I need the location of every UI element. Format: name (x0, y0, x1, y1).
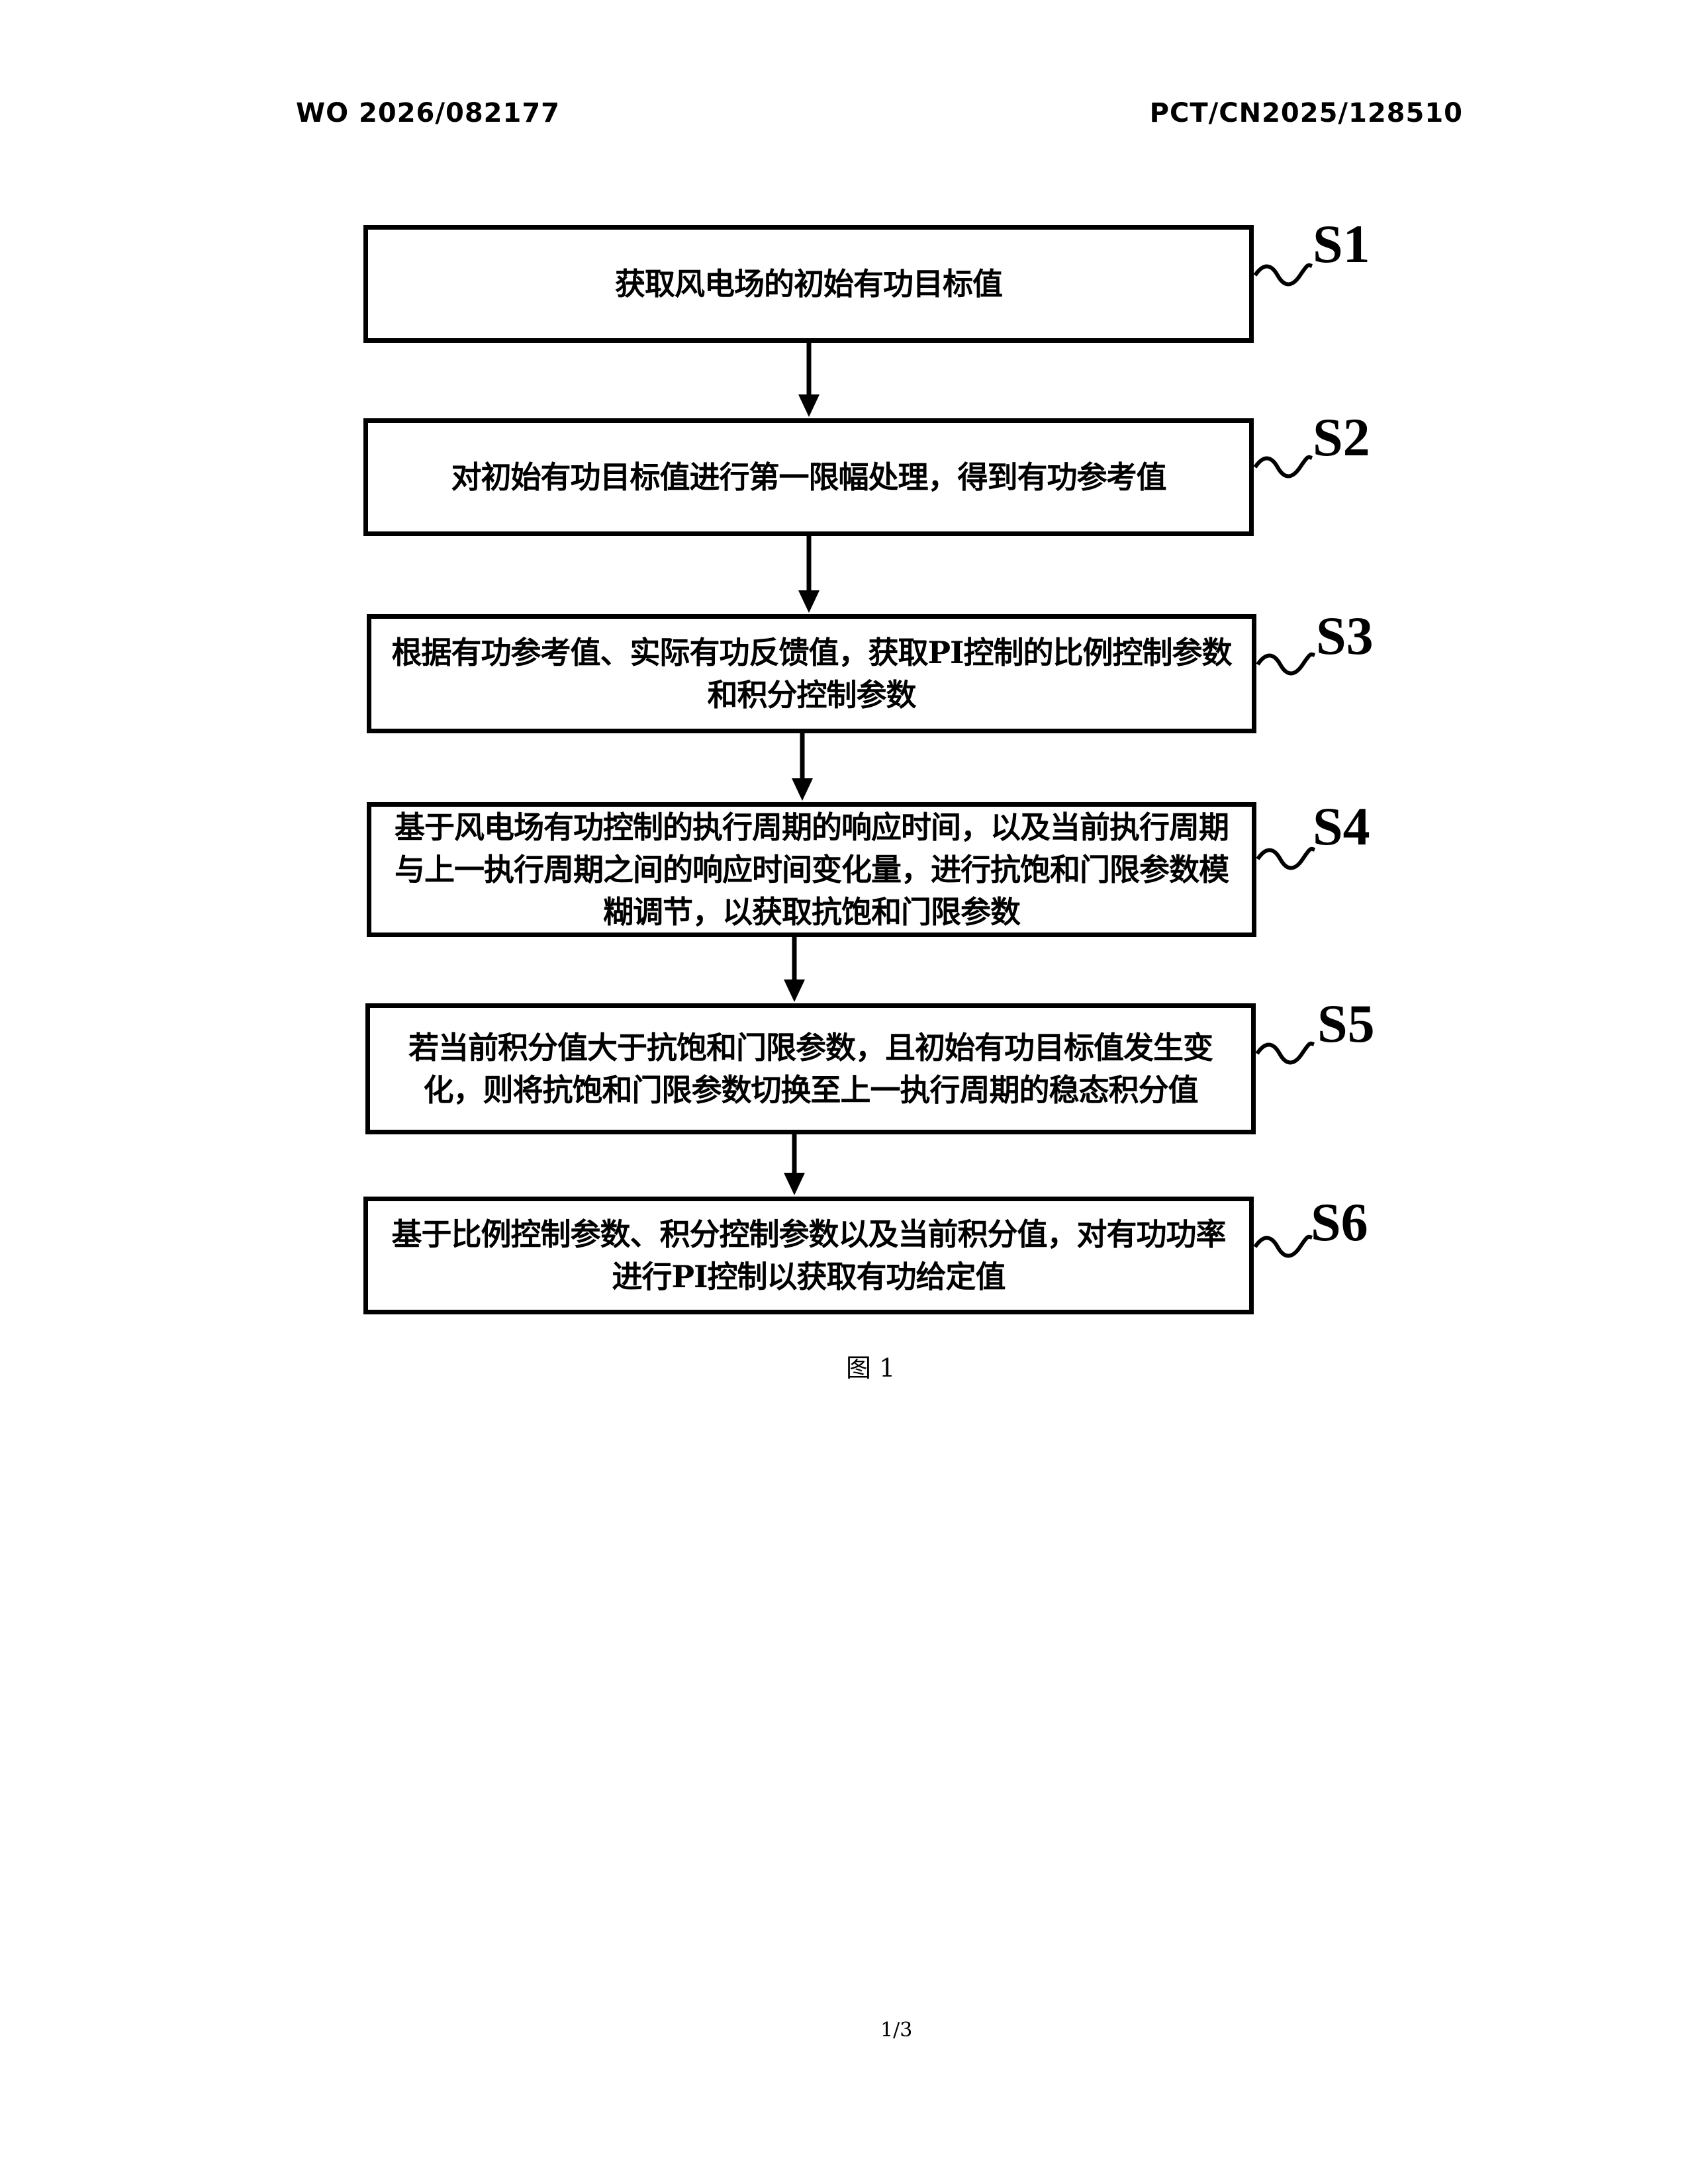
step-text-s1: 获取风电场的初始有功目标值 (606, 263, 1011, 305)
publication-number: WO 2026/082177 (296, 98, 560, 128)
step-box-s5: 若当前积分值大于抗饱和门限参数，且初始有功目标值发生变化，则将抗饱和门限参数切换… (365, 1003, 1256, 1134)
step-box-s6: 基于比例控制参数、积分控制参数以及当前积分值，对有功功率进行PI控制以获取有功给… (363, 1197, 1254, 1314)
step-box-s1: 获取风电场的初始有功目标值 (363, 225, 1254, 343)
application-number: PCT/CN2025/128510 (1150, 98, 1463, 128)
step-text-s3: 根据有功参考值、实际有功反馈值，获取PI控制的比例控制参数和积分控制参数 (371, 631, 1252, 716)
figure-caption: 图 1 (846, 1347, 895, 1384)
arrowhead-2 (798, 590, 820, 613)
step-text-s2: 对初始有功目标值进行第一限幅处理，得到有功参考值 (442, 456, 1176, 498)
step-box-s2: 对初始有功目标值进行第一限幅处理，得到有功参考值 (363, 418, 1254, 536)
step-box-s4: 基于风电场有功控制的执行周期的响应时间，以及当前执行周期与上一执行周期之间的响应… (367, 802, 1256, 937)
leader-squiggle-s4 (1258, 849, 1315, 868)
leader-squiggle-s5 (1257, 1044, 1314, 1063)
step-label-s3: S3 (1316, 605, 1374, 667)
step-label-s4: S4 (1313, 796, 1370, 858)
step-text-s4: 基于风电场有功控制的执行周期的响应时间，以及当前执行周期与上一执行周期之间的响应… (371, 806, 1252, 933)
leader-squiggle-s1 (1255, 265, 1312, 285)
step-label-s6: S6 (1311, 1191, 1368, 1253)
step-label-s5: S5 (1317, 993, 1375, 1055)
page-number: 1/3 (880, 2019, 912, 2042)
arrowhead-3 (792, 778, 813, 801)
step-text-s6: 基于比例控制参数、积分控制参数以及当前积分值，对有功功率进行PI控制以获取有功给… (368, 1213, 1249, 1298)
arrowhead-4 (784, 979, 805, 1002)
arrowhead-1 (798, 394, 820, 417)
step-label-s1: S1 (1313, 213, 1370, 275)
step-label-s2: S2 (1313, 406, 1370, 469)
leader-squiggle-s6 (1255, 1237, 1312, 1256)
step-box-s3: 根据有功参考值、实际有功反馈值，获取PI控制的比例控制参数和积分控制参数 (367, 614, 1256, 733)
arrowhead-5 (784, 1173, 805, 1195)
step-text-s5: 若当前积分值大于抗饱和门限参数，且初始有功目标值发生变化，则将抗饱和门限参数切换… (370, 1026, 1251, 1111)
leader-squiggle-s3 (1258, 655, 1315, 674)
leader-squiggle-s2 (1255, 457, 1312, 477)
